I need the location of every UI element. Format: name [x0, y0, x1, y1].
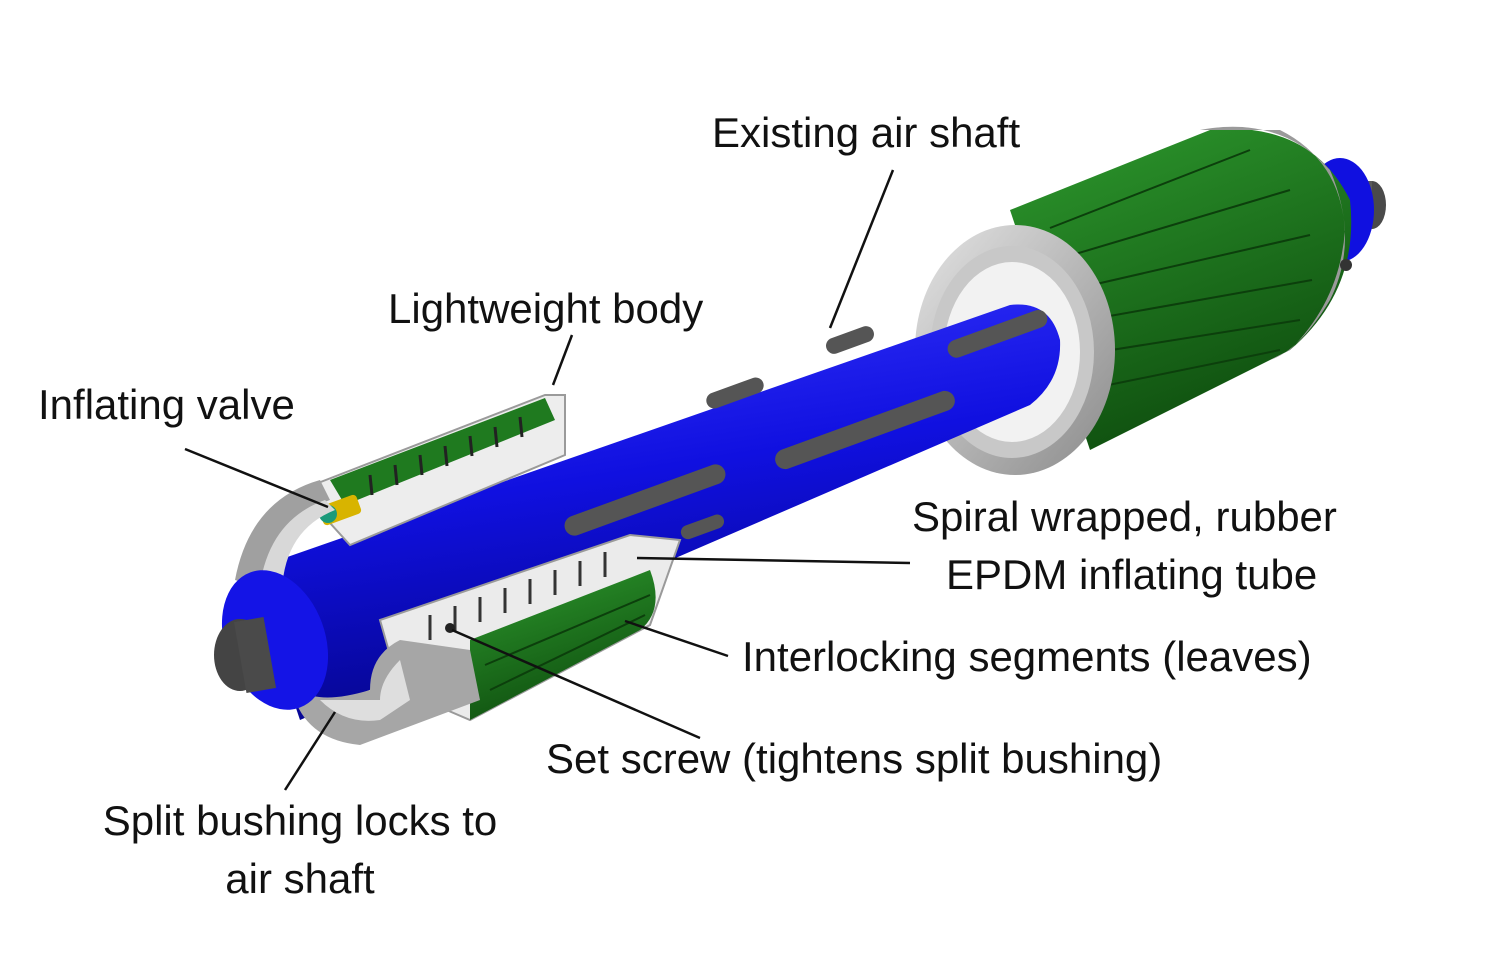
leader-split-bushing — [283, 711, 337, 791]
shaft-slot — [947, 309, 1048, 358]
leader-existing-air-shaft — [828, 169, 895, 329]
label-spiral-line2: EPDM inflating tube — [946, 551, 1318, 598]
leader-lines — [184, 169, 911, 791]
leader-set-screw — [451, 628, 701, 740]
leader-spiral-tube — [636, 556, 911, 565]
shaft-slot — [680, 514, 725, 540]
leader-lightweight-body — [551, 334, 574, 386]
left-bushing-lower — [295, 640, 480, 745]
shaft-slot — [826, 326, 874, 354]
left-bushing-upper — [235, 480, 335, 590]
shaft-slot — [706, 377, 764, 409]
label-set-screw: Set screw (tightens split bushing) — [546, 735, 1163, 782]
label-split-bushing-line2: air shaft — [225, 855, 375, 902]
left-axle — [214, 616, 277, 694]
label-lightweight-body: Lightweight body — [388, 285, 704, 332]
label-spiral-line1: Spiral wrapped, rubber — [912, 493, 1337, 540]
label-interlocking-segments: Interlocking segments (leaves) — [742, 633, 1312, 680]
label-existing-air-shaft: Existing air shaft — [712, 109, 1021, 156]
leader-interlocking-segments — [624, 619, 729, 658]
label-split-bushing-line1: Split bushing locks to — [102, 797, 498, 844]
label-inflating-valve: Inflating valve — [38, 381, 295, 428]
shaft-slot — [564, 464, 726, 536]
leader-inflating-valve — [184, 447, 329, 509]
shaft-slot — [775, 390, 955, 470]
